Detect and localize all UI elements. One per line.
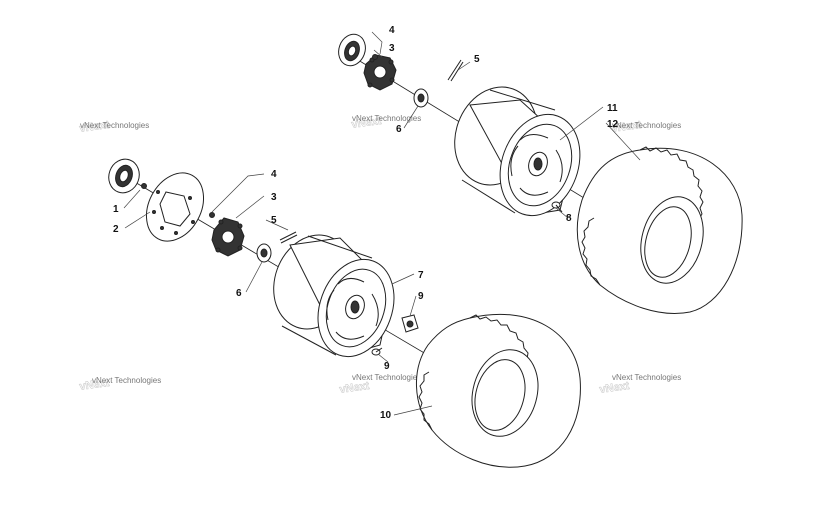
callout-3-rear: 3 — [389, 43, 395, 54]
callout-4-front: 4 — [271, 169, 277, 180]
callout-5-rear: 5 — [474, 54, 480, 65]
svg-text:vNext: vNext — [611, 119, 643, 135]
svg-text:vNext Technologies: vNext Technologies — [612, 373, 681, 382]
svg-text:vNext Technologies: vNext Technologies — [352, 114, 421, 123]
watermark-1: vNext vNext Technologies — [78, 119, 149, 136]
callout-2: 2 — [113, 224, 119, 235]
front-cotter-pin — [279, 231, 298, 244]
callout-6-front: 6 — [236, 288, 242, 299]
callout-12: 12 — [607, 119, 619, 130]
front-tire — [416, 313, 581, 468]
rear-axle-nut — [413, 88, 429, 108]
front-bearing — [108, 158, 140, 194]
callout-3-front: 3 — [271, 192, 277, 203]
front-axle-nut — [256, 243, 272, 263]
callout-10: 10 — [380, 410, 392, 421]
leader-lines — [123, 31, 641, 416]
svg-text:vNext Technologies: vNext Technologies — [612, 121, 681, 130]
rear-bearing — [338, 33, 366, 67]
callout-8: 8 — [566, 213, 572, 224]
callout-9-lower: 9 — [384, 361, 390, 372]
svg-text:vNext: vNext — [351, 115, 383, 131]
rear-lug-stud — [372, 54, 378, 60]
front-wheel-rim — [273, 234, 395, 358]
callout-6-rear: 6 — [396, 124, 402, 135]
svg-text:vNext: vNext — [79, 119, 111, 135]
svg-text:vNext: vNext — [339, 380, 371, 396]
front-valve-stem — [371, 347, 383, 356]
watermark-2: vNext vNext Technologies — [350, 114, 421, 131]
svg-text:vNext Technologies: vNext Technologies — [92, 376, 161, 385]
callout-1: 1 — [113, 204, 119, 215]
front-lug-stud — [209, 212, 215, 218]
rear-wheel-rim — [454, 86, 581, 217]
front-lug-nut — [401, 314, 419, 333]
watermark-4: vNext vNext Technologies — [78, 376, 161, 393]
rear-cotter-pin — [447, 59, 464, 82]
watermark-6: vNext vNext Technologies — [598, 373, 681, 396]
rear-tire — [576, 146, 743, 314]
svg-text:vNext Technologies: vNext Technologies — [80, 121, 149, 130]
callout-5-front: 5 — [271, 215, 277, 226]
callout-11: 11 — [607, 103, 618, 114]
watermark-5: vNext vNext Technologies — [338, 373, 421, 396]
svg-text:vNext: vNext — [599, 380, 631, 396]
front-hub — [211, 217, 245, 257]
rear-hub — [363, 54, 397, 91]
front-brake-disc-bolt — [141, 183, 147, 189]
callout-7: 7 — [418, 270, 424, 281]
svg-text:vNext: vNext — [79, 377, 111, 393]
watermark-3: vNext vNext Technologies — [610, 119, 681, 136]
front-brake-disc — [145, 172, 205, 242]
callout-4-rear: 4 — [389, 25, 395, 36]
callout-9-front: 9 — [418, 291, 424, 302]
svg-text:vNext Technologies: vNext Technologies — [352, 373, 421, 382]
